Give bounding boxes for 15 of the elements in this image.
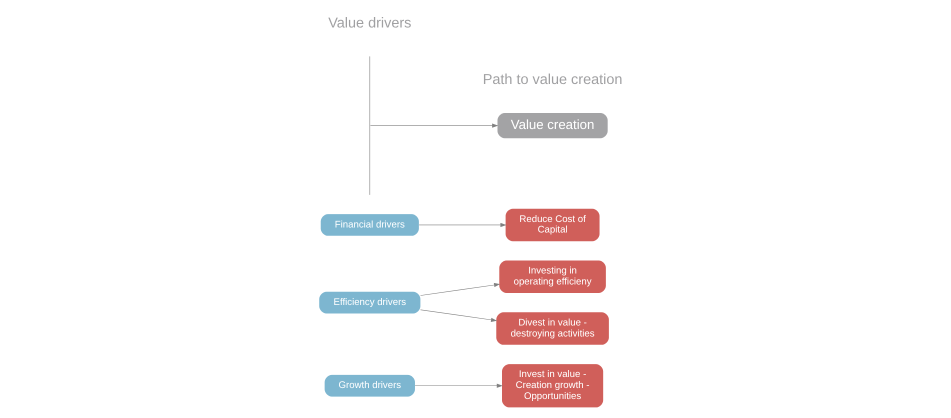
node-box: Efficiency drivers (319, 292, 420, 314)
node-box: Investing in operating efficieny (499, 260, 606, 293)
node-box: Value creation (497, 112, 608, 138)
arrow (414, 384, 503, 388)
node-box: Invest in value - Creation growth - Opportunities (502, 364, 604, 408)
arrow (418, 222, 506, 228)
label: Value drivers (328, 16, 412, 32)
label: Path to value creation (482, 72, 622, 88)
arrow (420, 309, 498, 322)
node-box: Divest in value - destroying activities (496, 312, 609, 345)
arrow (420, 282, 500, 296)
arrow (370, 123, 498, 128)
node-box: Reduce Cost of Capital (506, 208, 600, 242)
node-box: Financial drivers (320, 214, 419, 236)
node-box: Growth drivers (324, 374, 415, 397)
